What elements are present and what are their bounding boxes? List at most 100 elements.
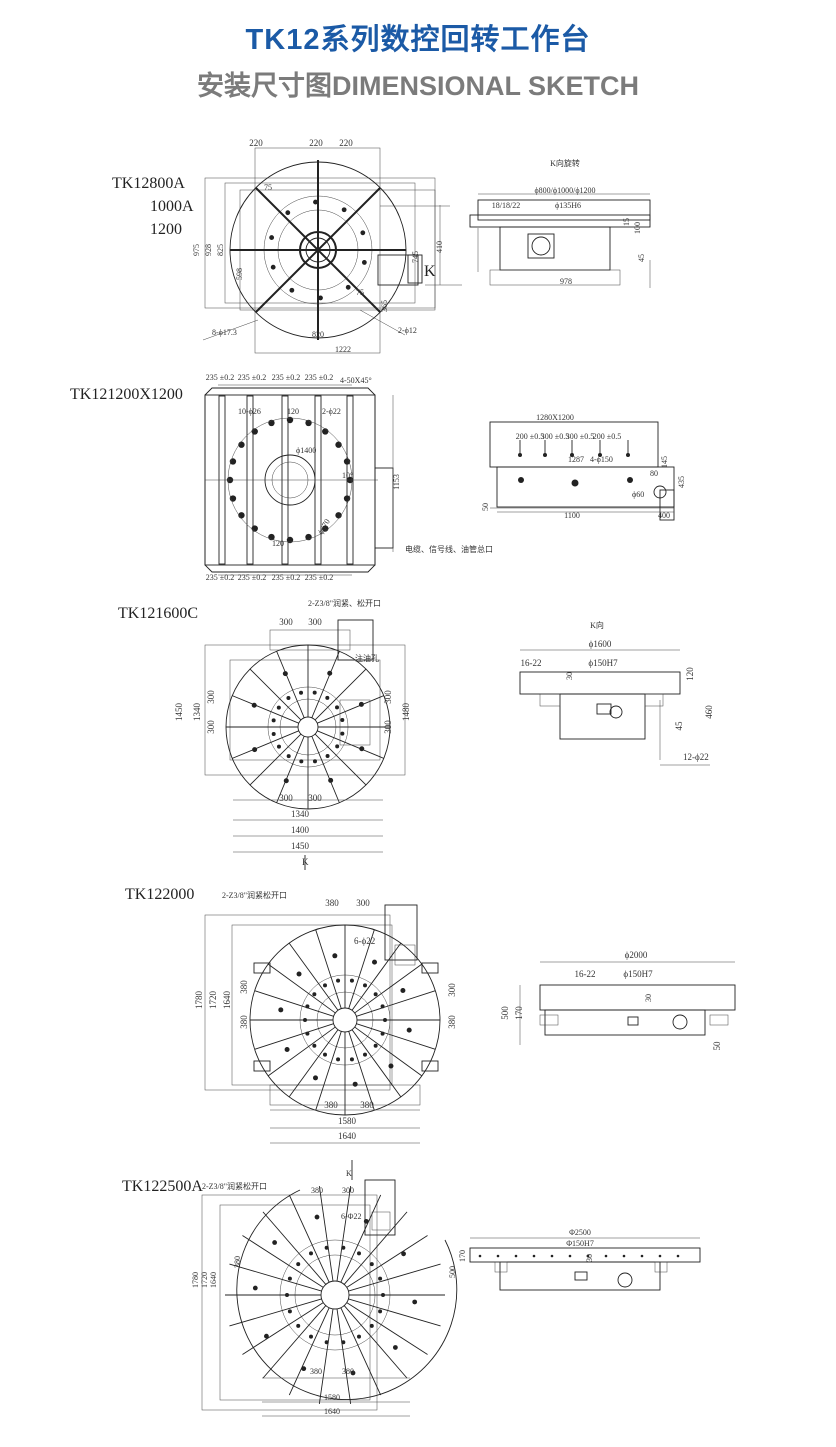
outline-rect xyxy=(224,182,416,304)
bolt-hole xyxy=(289,287,295,293)
bolt-hole xyxy=(586,1254,590,1258)
dim-label: 300 xyxy=(308,793,322,803)
dim-label: 380 xyxy=(447,1015,457,1029)
section-tk12800a: TK12800A 1000A 1200 220 220 220 975 928 … xyxy=(112,138,646,354)
bolt-hole xyxy=(373,992,378,997)
outline-rect xyxy=(489,269,621,286)
k-direction-label: K xyxy=(346,1169,352,1178)
bolt-hole xyxy=(325,695,330,700)
dim-label: 928 xyxy=(204,244,213,256)
bolt-hole xyxy=(335,744,340,749)
dim-label: ϕ135H6 xyxy=(555,201,581,210)
dimension-line xyxy=(318,1308,334,1404)
bolt-hole xyxy=(305,1031,310,1036)
holes-callout: 6-Φ22 xyxy=(341,1212,362,1221)
bolt-hole xyxy=(270,264,276,270)
dimension-line xyxy=(348,1298,441,1327)
motor-cap xyxy=(407,254,423,284)
bolt-hole xyxy=(345,284,351,290)
bolt-hole xyxy=(272,1240,278,1245)
dimension-line xyxy=(351,1029,402,1098)
motor xyxy=(364,1179,396,1236)
bolt-hole xyxy=(400,987,406,993)
dim-label: 75 xyxy=(264,183,272,192)
dim-label: 4-ϕ150 xyxy=(590,455,613,464)
dimension-line xyxy=(311,736,340,803)
bolt-hole xyxy=(252,747,258,753)
bolt-hole xyxy=(627,477,633,483)
dimension-line xyxy=(315,1031,342,1111)
bolt-hole xyxy=(518,477,524,483)
bolt-hole xyxy=(286,754,291,759)
bolt-hole xyxy=(324,1245,329,1250)
base xyxy=(559,693,646,740)
outline-rect xyxy=(659,489,675,521)
clamp-block xyxy=(253,962,271,974)
outline-circle xyxy=(320,1280,350,1310)
outline-rect xyxy=(394,944,416,966)
dimension-line xyxy=(356,990,436,1017)
bolt-hole xyxy=(286,416,294,424)
dim-label: ϕ800/ϕ1000/ϕ1200 xyxy=(534,186,595,195)
bolt-hole xyxy=(658,1254,662,1258)
dimension-line xyxy=(340,1307,382,1396)
bolt-hole xyxy=(312,1075,318,1081)
outline-rect xyxy=(539,693,561,707)
dim-label: 120 xyxy=(272,539,284,548)
clamp-callout: 2-Z3/8"润紧松开口 xyxy=(202,1181,267,1191)
bolt-hole xyxy=(299,690,304,695)
dim-label: 235 ±0.2 xyxy=(206,373,234,382)
dim-label: 410 xyxy=(435,241,444,253)
port xyxy=(527,233,555,259)
bolt-hole xyxy=(360,230,366,236)
bolt-hole xyxy=(392,1345,398,1350)
dim-label: 435 xyxy=(677,476,686,488)
dim-label: 30 xyxy=(565,672,574,680)
bolt-hole xyxy=(363,1052,367,1057)
outline-rect xyxy=(371,1211,391,1231)
dim-label: Φ2500 xyxy=(569,1228,591,1237)
dim-label: 235 ±0.2 xyxy=(272,373,300,382)
dimension-line xyxy=(318,1186,334,1282)
bolt-hole xyxy=(283,778,289,784)
dimension-line xyxy=(346,1302,428,1355)
bolt-hole xyxy=(363,983,367,988)
outline-circle xyxy=(609,705,623,719)
bolt-hole xyxy=(328,777,334,783)
dim-label: 1720 xyxy=(208,991,218,1010)
bolt-hole xyxy=(312,690,317,695)
page-subtitle: 安装尺寸图DIMENSIONAL SKETCH xyxy=(196,71,640,101)
angle-label: 10° xyxy=(342,471,353,480)
dimension-line xyxy=(288,1029,339,1098)
bolt-hole xyxy=(271,718,276,723)
dim-label: 300 xyxy=(279,793,293,803)
outlet-callout: 电缆、信号线、油管总口 xyxy=(405,544,493,554)
dim-label: 975 xyxy=(192,244,201,256)
dim-label: 1580 xyxy=(324,1393,340,1402)
dim-label: ϕ2000 xyxy=(625,950,648,960)
outline-rect xyxy=(539,1014,559,1026)
dim-label: 380 xyxy=(233,1256,242,1268)
bolt-hole xyxy=(341,207,347,213)
view-title: K向旋转 xyxy=(550,158,580,168)
base xyxy=(496,466,675,508)
dim-label: 1450 xyxy=(291,841,310,851)
bolt-hole xyxy=(568,1254,572,1258)
dim-label: 300 xyxy=(206,690,216,704)
dimension-line xyxy=(229,1263,322,1292)
dim-label: Φ150H7 xyxy=(566,1239,594,1248)
bolt-hole xyxy=(604,1254,608,1258)
holes-callout: 8-ϕ17.3 xyxy=(212,328,237,337)
dimension-line xyxy=(315,929,342,1009)
bolt-hole xyxy=(287,1309,292,1314)
dim-label: 1640 xyxy=(338,1131,357,1141)
section-tk122500a: TK122500A 2-Z3/8"润紧松开口 380 300 K 6-Φ22 1… xyxy=(122,1169,594,1416)
bolt-hole xyxy=(532,1254,536,1258)
bolt-hole xyxy=(313,199,318,205)
bolt-hole xyxy=(380,1004,385,1009)
bolt-hole xyxy=(312,759,317,764)
bolt-hole xyxy=(305,1004,310,1009)
bolt-hole xyxy=(349,978,354,983)
bolt-hole xyxy=(373,1043,378,1048)
bolt-hole xyxy=(327,670,333,676)
